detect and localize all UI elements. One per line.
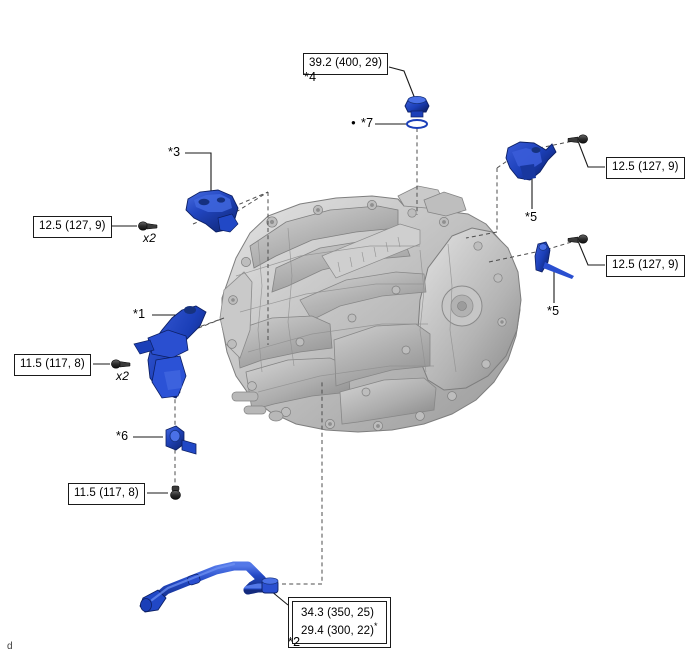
bolt-right-lower [567, 234, 588, 244]
quantity-upper-left: x2 [143, 231, 157, 245]
torque-box-left-upper[interactable]: 12.5 (127, 9) [33, 216, 112, 238]
torque-box-right-upper[interactable]: 12.5 (127, 9) [606, 157, 685, 179]
part-4-plug-graphic [404, 96, 430, 118]
torque-value-line2: 29.4 (300, 22)* [301, 620, 378, 639]
torque-value: 12.5 (127, 9) [612, 161, 679, 173]
corner-mark: d [7, 641, 13, 652]
part-2-oil-cooler-tube-graphic [139, 561, 279, 613]
torque-value-line2-text: 29.4 (300, 22) [301, 624, 375, 637]
ref-mark-6: *6 [116, 429, 129, 443]
ref-mark-1: *1 [133, 307, 146, 321]
ref-mark-2: *2 [288, 635, 301, 649]
ref-mark-7: *7 [351, 116, 373, 130]
torque-box-left-bottom[interactable]: 11.5 (117, 8) [68, 483, 145, 505]
bolt-lower-left [111, 359, 131, 369]
part-6-clamp-graphic [165, 425, 197, 455]
torque-value-line1: 34.3 (350, 25) [301, 607, 375, 619]
fastener-glyphs [111, 134, 588, 500]
part-5-bracket-upper-graphic [505, 141, 557, 181]
torque-value: 12.5 (127, 9) [612, 259, 679, 271]
torque-value: 39.2 (400, 29) [309, 57, 383, 69]
quantity-lower-left: x2 [116, 369, 130, 383]
part-7-oring-graphic [406, 119, 428, 129]
torque-box-left-lower[interactable]: 11.5 (117, 8) [14, 354, 91, 376]
ref-mark-5-lower: *5 [547, 304, 560, 318]
bolt-upper-left [138, 221, 158, 231]
torque-value: 11.5 (117, 8) [74, 487, 139, 499]
torque-value: 12.5 (127, 9) [39, 220, 106, 232]
bolt-bottom-left [170, 485, 181, 500]
bolt-right-upper [567, 134, 588, 144]
torque-box-top-center[interactable]: 39.2 (400, 29) [303, 53, 389, 75]
part-5-bracket-lower-graphic [534, 241, 574, 279]
transaxle-housing-graphic [219, 185, 522, 433]
torque-box-right-lower[interactable]: 12.5 (127, 9) [606, 255, 685, 277]
assembly-dashed-lines [139, 128, 579, 585]
part-3-bracket-graphic [185, 189, 239, 233]
ref-mark-3: *3 [168, 145, 181, 159]
torque-value: 11.5 (117, 8) [20, 358, 85, 370]
torque-footnote-asterisk: * [374, 620, 378, 631]
torque-box-bottom[interactable]: 34.3 (350, 25) 29.4 (300, 22)* [288, 597, 391, 649]
ref-mark-5-upper: *5 [525, 210, 538, 224]
ref-mark-4: *4 [304, 70, 317, 84]
